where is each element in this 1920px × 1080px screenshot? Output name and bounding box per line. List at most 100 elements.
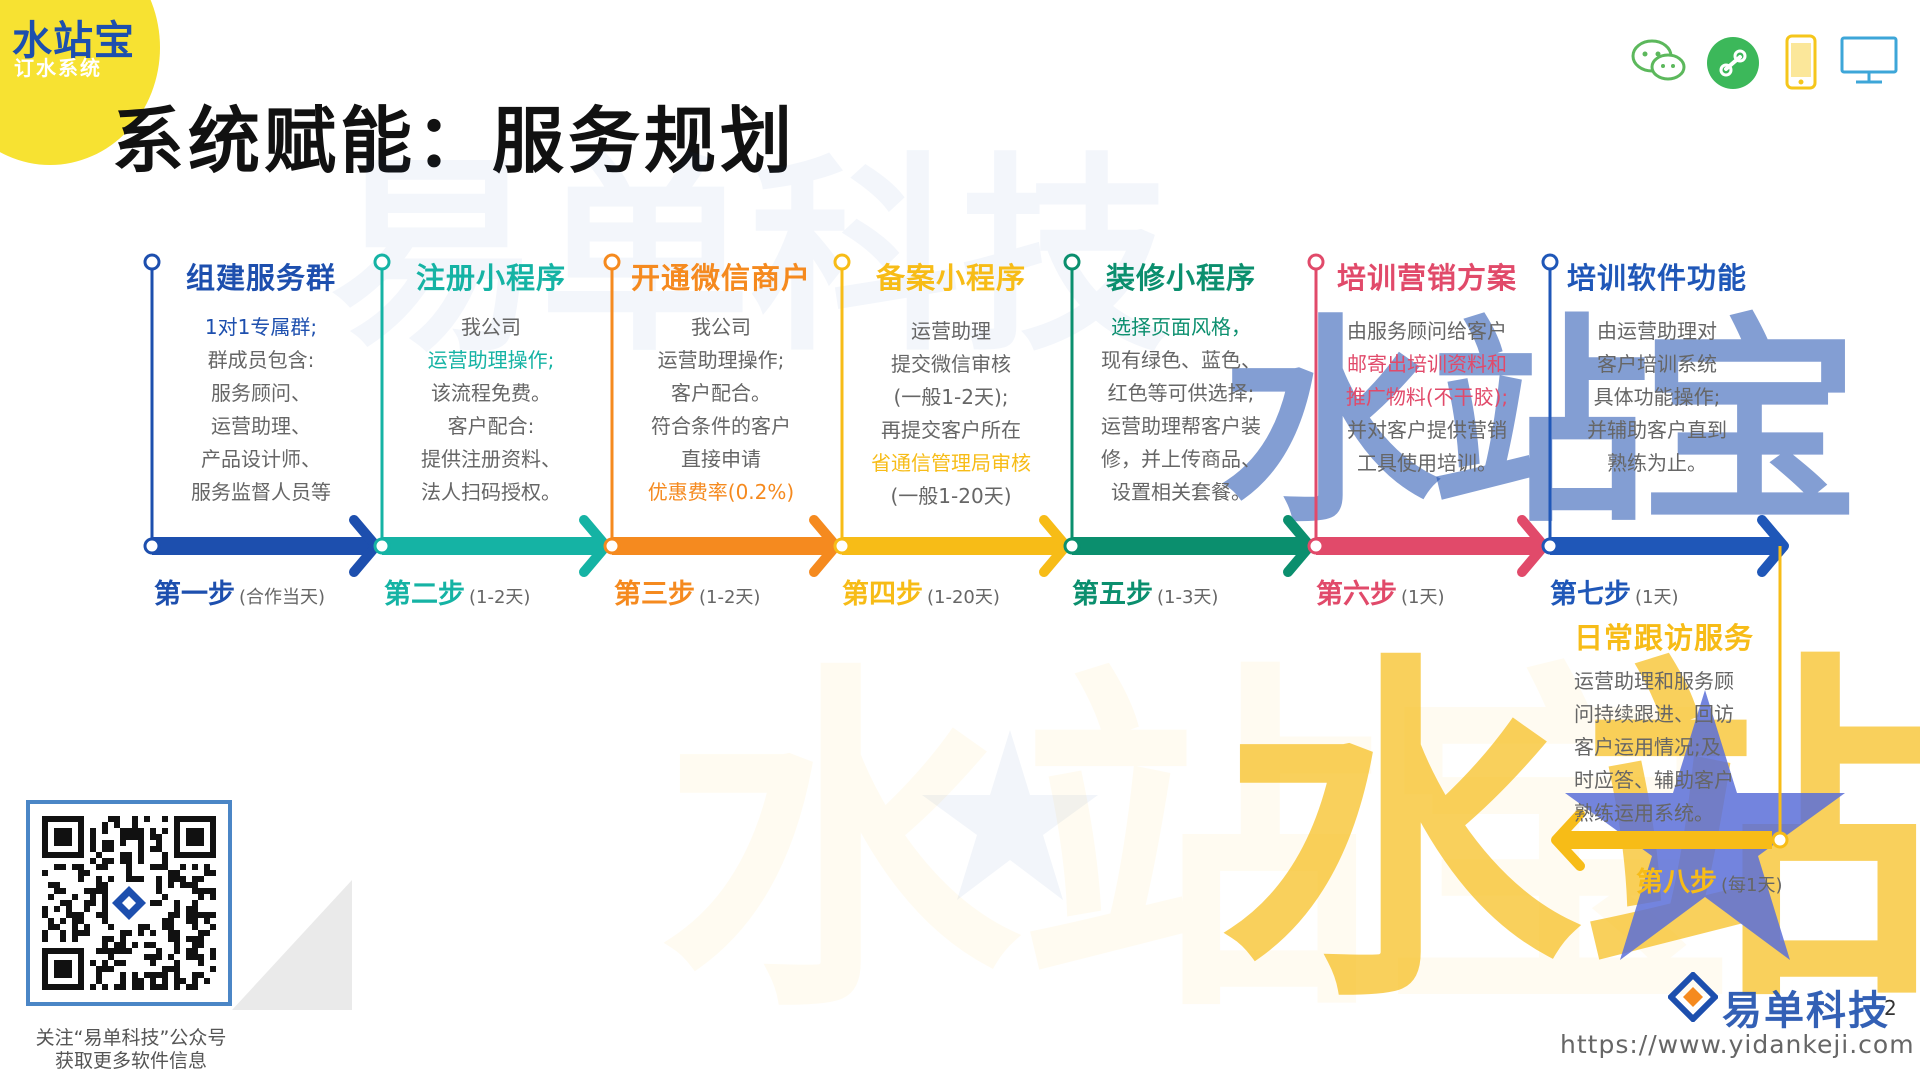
step-4-line: (一般1-20天)	[890, 484, 1012, 508]
qr-code-pattern	[42, 816, 216, 990]
step-3-line: 客户配合。	[671, 381, 771, 405]
step-1-line: 产品设计师、	[201, 447, 321, 471]
step-5-column: 装修小程序 选择页面风格， 现有绿色、蓝色、 红色等可供选择; 运营助理帮客户装…	[1072, 255, 1290, 509]
step-3-duration: (1-2天)	[699, 587, 761, 608]
desktop-icon[interactable]	[1840, 36, 1898, 86]
qr-code	[26, 800, 232, 1006]
step-5-bar	[1072, 537, 1306, 555]
step-2-bar-node	[373, 537, 391, 555]
step-8-line: 时应答、辅助客户	[1574, 768, 1734, 792]
step-6-bar-node	[1307, 537, 1325, 555]
step-2-line: 运营助理操作;	[427, 348, 555, 372]
step-6-line: 由服务顾问给客户	[1347, 319, 1507, 343]
step-7-top-node	[1541, 253, 1559, 271]
step-4-line: (一般1-2天);	[893, 385, 1009, 409]
step-7-line: 熟练为止。	[1607, 451, 1707, 475]
step-3-title: 开通微信商户	[630, 261, 811, 295]
step-1-bar	[152, 537, 372, 555]
link-icon[interactable]	[1706, 36, 1760, 90]
step-7-column: 培训软件功能 由运营助理对 客户培训系统 具体功能操作; 并辅助客户直到 熟练为…	[1548, 255, 1766, 480]
step-4-duration: (1-20天)	[927, 587, 1000, 608]
step-7-line: 具体功能操作;	[1593, 385, 1721, 409]
step-5-label: 第五步(1-3天)	[1072, 572, 1218, 611]
qr-shadow	[232, 880, 352, 1010]
step-2-label: 第二步(1-2天)	[384, 572, 530, 611]
step-1-duration: (合作当天)	[239, 587, 326, 608]
qr-caption: 获取更多软件信息	[54, 1050, 207, 1072]
step-2-line: 法人扫码授权。	[421, 480, 561, 504]
step-3-line: 我公司	[691, 315, 751, 339]
brand-logo-icon	[1668, 972, 1718, 1022]
step-2-title: 注册小程序	[415, 261, 566, 295]
brand-name: 易单科技	[1722, 988, 1890, 1034]
mobile-icon[interactable]	[1785, 34, 1817, 90]
step-5-line: 现有绿色、蓝色、	[1101, 348, 1261, 372]
step-1-line: 1对1专属群;	[204, 315, 318, 339]
step-7-line: 客户培训系统	[1597, 352, 1717, 376]
step-3-line: 优惠费率(0.2%)	[647, 480, 795, 504]
step-2-line: 提供注册资料、	[421, 447, 561, 471]
step-8-node	[1771, 831, 1789, 849]
step-6-line: 并对客户提供营销	[1347, 418, 1507, 442]
step-7-line: 由运营助理对	[1597, 319, 1717, 343]
step-6-top-node	[1307, 253, 1325, 271]
step-1-line: 服务监督人员等	[191, 480, 331, 504]
step-8-title: 日常跟访服务	[1574, 621, 1755, 655]
step-7-bar-node	[1541, 537, 1559, 555]
logo-title: 水站宝	[12, 18, 135, 64]
step-5-top-node	[1063, 253, 1081, 271]
step-4-top-node	[833, 253, 851, 271]
step-2-line: 客户配合:	[447, 414, 535, 438]
step-4-column: 备案小程序 运营助理 提交微信审核 (一般1-2天); 再提交客户所在 省通信管…	[842, 255, 1060, 513]
step-5-bar-node	[1063, 537, 1081, 555]
step-8-label: 第八步(每1天)	[1636, 860, 1783, 899]
step-8-duration: (每1天)	[1721, 875, 1783, 896]
step-5-line: 红色等可供选择;	[1107, 381, 1255, 405]
step-3-label: 第三步(1-2天)	[614, 572, 760, 611]
step-2-column: 注册小程序 我公司 运营助理操作; 该流程免费。 客户配合: 提供注册资料、 法…	[382, 255, 600, 509]
step-7-label: 第七步(1天)	[1550, 572, 1679, 611]
step-3-line: 运营助理操作;	[657, 348, 785, 372]
step-6-label-text: 第六步	[1316, 579, 1397, 610]
step-4-line: 运营助理	[911, 319, 991, 343]
step-5-line: 运营助理帮客户装	[1101, 414, 1261, 438]
step-6-label: 第六步(1天)	[1316, 572, 1445, 611]
step-8-line: 客户运用情况;及	[1574, 735, 1721, 759]
step-1-column: 组建服务群 1对1专属群; 群成员包含: 服务顾问、 运营助理、 产品设计师、 …	[152, 255, 370, 509]
step-6-duration: (1天)	[1401, 587, 1445, 608]
qr-caption: 关注“易单科技”公众号	[35, 1027, 227, 1049]
step-3-line: 直接申请	[681, 447, 761, 471]
logo-subtitle: 订水系统	[14, 56, 102, 80]
wechat-icon[interactable]	[1630, 36, 1688, 86]
step-4-bar-node	[833, 537, 851, 555]
step-8-column: 日常跟访服务 运营助理和服务顾 问持续跟进、回访 客户运用情况;及 时应答、辅助…	[1574, 615, 1784, 830]
step-4-label: 第四步(1-20天)	[842, 572, 1000, 611]
step-4-title: 备案小程序	[875, 261, 1026, 295]
step-7-title: 培训软件功能	[1566, 261, 1747, 295]
step-8-arrow	[1551, 809, 1585, 871]
step-2-label-text: 第二步	[384, 579, 465, 610]
step-8-line: 问持续跟进、回访	[1574, 702, 1734, 726]
step-8-bar	[1560, 831, 1772, 849]
step-8-line: 运营助理和服务顾	[1574, 669, 1734, 693]
step-1-top-node	[143, 253, 161, 271]
step-6-column: 培训营销方案 由服务顾问给客户 邮寄出培训资料和 推广物料(不干胶); 并对客户…	[1318, 255, 1536, 480]
step-1-line: 群成员包含:	[207, 348, 315, 372]
step-6-line: 邮寄出培训资料和	[1347, 352, 1507, 376]
brand-url[interactable]: https://www.yidankeji.com	[1560, 1030, 1915, 1059]
step-4-line: 省通信管理局审核	[871, 451, 1031, 475]
page-number: 2	[1884, 996, 1897, 1020]
step-7-label-text: 第七步	[1550, 579, 1631, 610]
step-4-line: 再提交客户所在	[881, 418, 1021, 442]
step-1-line: 服务顾问、	[211, 381, 311, 405]
step-1-label-text: 第一步	[154, 579, 235, 610]
step-6-line: 工具使用培训。	[1357, 451, 1497, 475]
step-8-line: 熟练运用系统。	[1574, 801, 1714, 825]
step-8-label-text: 第八步	[1636, 867, 1717, 898]
step-3-top-node	[603, 253, 621, 271]
step-2-line: 该流程免费。	[431, 381, 551, 405]
step-3-label-text: 第三步	[614, 579, 695, 610]
step-4-label-text: 第四步	[842, 579, 923, 610]
step-1-title: 组建服务群	[185, 261, 336, 295]
